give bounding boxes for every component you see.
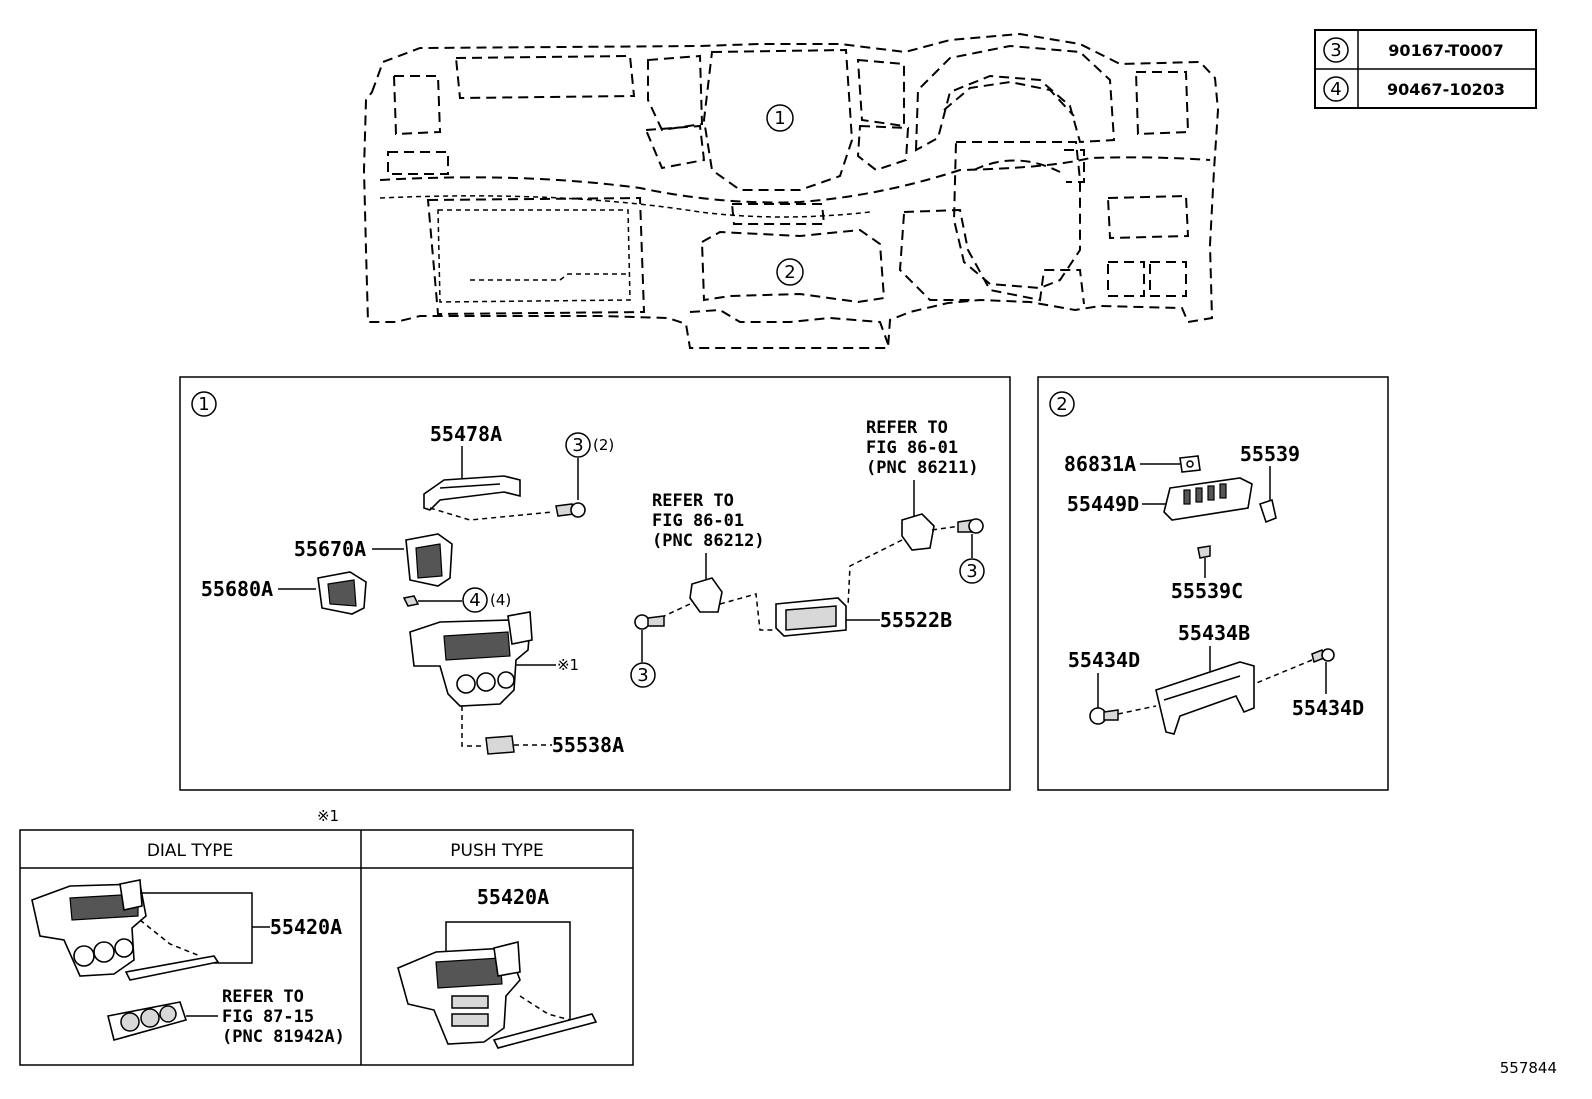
legend-row-3: 3 90167-T0007 xyxy=(1323,37,1504,63)
dial-type-header: DIAL TYPE xyxy=(147,841,233,861)
refer-86212-line3: (PNC 86212) xyxy=(652,531,765,551)
legend-table: 3 90167-T0007 4 90467-10203 xyxy=(1314,29,1537,109)
panel-1-index: 1 xyxy=(198,394,209,415)
overview-callout-1-label: 1 xyxy=(774,108,785,129)
screw-3-top-index: 3 xyxy=(572,435,583,456)
legend-row-4: 4 90467-10203 xyxy=(1323,76,1505,102)
label-55539: 55539 xyxy=(1240,442,1300,466)
refer-note-86212: REFER TO FIG 86-01 (PNC 86212) xyxy=(652,491,774,631)
label-55539C: 55539C xyxy=(1171,579,1243,603)
panel-1-frame xyxy=(179,376,1011,791)
screw-3-right-index: 3 xyxy=(966,561,977,582)
panel-2: 2 86831A 55539 55449D 55539C 5543 xyxy=(1037,376,1389,791)
part-55680A: 55680A xyxy=(201,571,367,615)
clip-4-qty: (4) xyxy=(490,591,511,609)
refer-86212-line1: REFER TO xyxy=(652,491,734,511)
part-55670A: 55670A xyxy=(294,533,453,587)
part-55538A: 55538A xyxy=(485,733,624,757)
push-type-part-55420A: 55420A xyxy=(477,885,549,909)
panel-2-index: 2 xyxy=(1056,394,1067,415)
overview-callout-2-label: 2 xyxy=(784,262,795,283)
clip-4: 4 (4) xyxy=(402,587,511,613)
refer-81942A-line3: (PNC 81942A) xyxy=(222,1027,345,1047)
refer-81942A-line2: FIG 87-15 xyxy=(222,1007,314,1027)
diagram-id: 557844 xyxy=(1500,1059,1557,1077)
label-55449D: 55449D xyxy=(1067,492,1139,516)
legend-index-3: 3 xyxy=(1330,40,1341,61)
part-55434D-left: 55434D xyxy=(1068,648,1157,725)
part-55434B: 55434B xyxy=(1155,621,1255,735)
screw-3-top: 3 (2) xyxy=(555,432,614,518)
part-86831A: 86831A xyxy=(1064,452,1201,476)
variants-note-mark: ※1 xyxy=(317,807,339,825)
part-55539: 55539 xyxy=(1240,442,1300,524)
part-55434D-right: 55434D xyxy=(1253,648,1364,720)
panel-2-frame xyxy=(1037,376,1389,791)
part-55522B: 55522B xyxy=(775,597,952,637)
push-type-panel: 55420A xyxy=(397,885,598,1049)
legend-part-no-4: 90467-10203 xyxy=(1387,80,1505,99)
dashboard-overview xyxy=(362,32,1220,349)
screw-3-left-index: 3 xyxy=(637,665,648,686)
legend-index-4: 4 xyxy=(1330,79,1341,100)
refer-86212-line2: FIG 86-01 xyxy=(652,511,744,531)
overview-callout-2: 2 xyxy=(776,258,804,286)
label-55522B: 55522B xyxy=(880,608,952,632)
dial-type-part-55420A: 55420A xyxy=(270,915,342,939)
part-55539C: 55539C xyxy=(1171,545,1243,603)
variants-table: ※1 DIAL TYPE PUSH TYPE 55420A REFER TO F… xyxy=(19,807,634,1066)
refer-note-86211: REFER TO FIG 86-01 (PNC 86211) xyxy=(847,418,979,607)
refer-86211-line1: REFER TO xyxy=(866,418,948,438)
refer-86211-line3: (PNC 86211) xyxy=(866,458,979,478)
screw-3-left: 3 xyxy=(630,614,665,688)
refer-81942A-line1: REFER TO xyxy=(222,987,304,1007)
screw-3-right: 3 xyxy=(957,518,985,584)
panel-1: 1 55478A 3 (2) 55670A xyxy=(179,376,1011,791)
legend-part-no-3: 90167-T0007 xyxy=(1388,41,1503,60)
refer-86211-line2: FIG 86-01 xyxy=(866,438,958,458)
part-55449D: 55449D xyxy=(1067,477,1253,521)
label-55434B: 55434B xyxy=(1178,621,1250,645)
label-55434D-right: 55434D xyxy=(1292,696,1364,720)
label-55670A: 55670A xyxy=(294,537,366,561)
label-86831A: 86831A xyxy=(1064,452,1136,476)
label-55434D-left: 55434D xyxy=(1068,648,1140,672)
screw-3-top-qty: (2) xyxy=(593,436,614,454)
clip-4-index: 4 xyxy=(469,590,480,611)
label-55538A: 55538A xyxy=(552,733,624,757)
label-note1-ref: ※1 xyxy=(557,656,579,674)
overview-callout-1: 1 xyxy=(766,104,794,132)
part-center-panel-note1: ※1 xyxy=(409,611,579,747)
push-type-header: PUSH TYPE xyxy=(450,841,543,861)
dial-type-panel: 55420A REFER TO FIG 87-15 (PNC 81942A) xyxy=(31,879,345,1047)
label-55680A: 55680A xyxy=(201,577,273,601)
part-55478A: 55478A xyxy=(423,422,553,521)
label-55478A: 55478A xyxy=(430,422,502,446)
